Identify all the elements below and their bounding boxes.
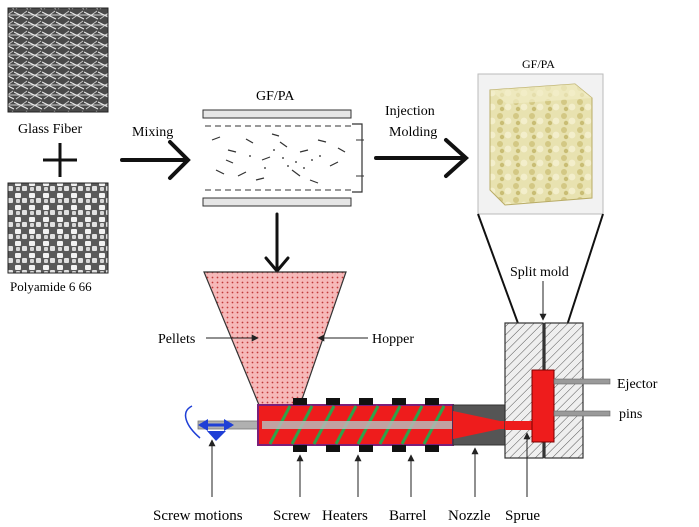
split-mold-label: Split mold <box>510 265 569 280</box>
composite-cube-image <box>477 73 604 215</box>
heaters-label: Heaters <box>322 508 368 524</box>
mold-cavity <box>531 369 555 443</box>
sprue-label: Sprue <box>505 508 540 524</box>
ejector-pins <box>553 378 611 417</box>
polyamide-label: Polyamide 6 66 <box>10 279 92 294</box>
mixing-arrow <box>120 140 191 180</box>
bottom-pointers <box>208 432 531 497</box>
injection-arrow <box>374 138 469 178</box>
screw-motion-icon <box>184 405 234 441</box>
cube-title: GF/PA <box>522 57 555 71</box>
plus-icon <box>43 143 77 177</box>
hopper-label: Hopper <box>372 332 414 347</box>
nozzle-melt <box>453 411 515 439</box>
screw-core <box>262 421 452 429</box>
ejector-label: Ejector <box>617 377 658 392</box>
mixing-label: Mixing <box>132 125 173 140</box>
mixer-title: GF/PA <box>256 89 295 104</box>
nozzle-label: Nozzle <box>448 508 491 524</box>
polyamide-image <box>7 182 109 274</box>
screw-label: Screw <box>273 508 311 524</box>
screw-motions-label: Screw motions <box>153 508 243 524</box>
heaters <box>293 398 439 452</box>
injection-label: Injection <box>385 104 435 119</box>
barrel-label: Barrel <box>389 508 426 524</box>
glass-fiber-label: Glass Fiber <box>18 122 83 137</box>
mixer-drawing <box>202 109 364 207</box>
sprue-channel <box>505 421 539 430</box>
glass-fiber-image <box>7 7 109 113</box>
molding-label: Molding <box>389 125 437 140</box>
feed-arrow <box>264 212 290 274</box>
pins-label: pins <box>619 407 642 422</box>
pellets-label: Pellets <box>158 332 195 347</box>
